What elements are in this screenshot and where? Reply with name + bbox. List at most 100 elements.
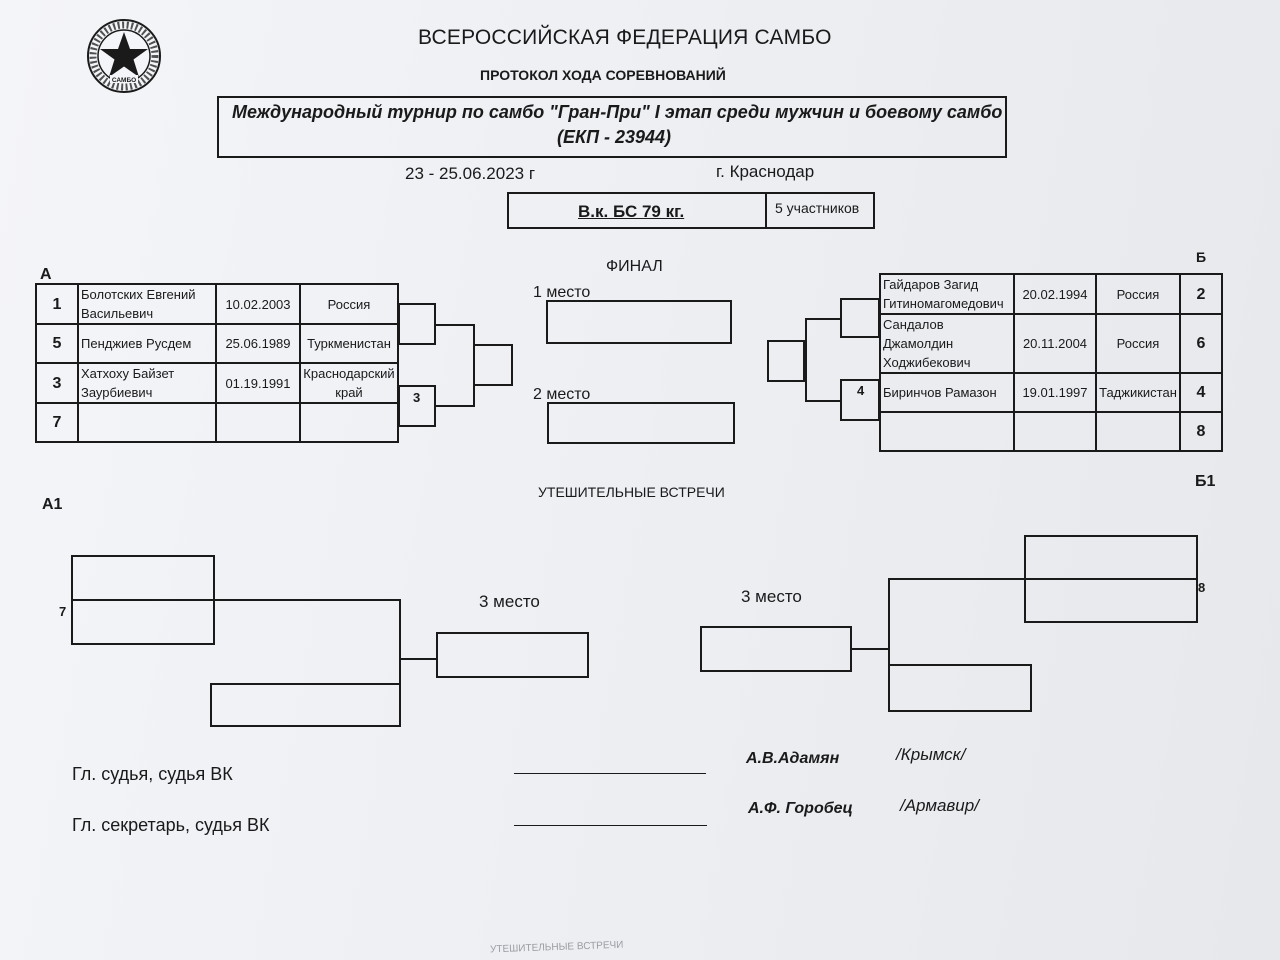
table-row: 3 Хатхоху Байзет Заурбиевич 01.19.1991 К… (35, 362, 399, 404)
pool-a-bout-box (398, 303, 436, 345)
pool-b-mark: 4 (857, 383, 865, 398)
fighter-number: 5 (35, 323, 79, 364)
pool-a-label: А (40, 266, 52, 283)
fighter-name: Гайдаров Загид Гитиномагомедович (879, 273, 1015, 315)
fighter-region: Россия (1095, 313, 1181, 374)
fighter-name: Сандалов Джамолдин Ходжибекович (879, 313, 1015, 374)
weight-category: В.к. БС 79 кг. (578, 202, 685, 221)
bracket-line (805, 318, 841, 320)
fighter-region (299, 402, 399, 443)
fighter-region: Россия (299, 283, 399, 325)
first-place-box (546, 300, 732, 344)
bracket-line (888, 578, 1198, 580)
chief-secretary-city: /Армавир/ (900, 796, 979, 815)
category-divider (765, 192, 767, 229)
pool-b-bout-box (840, 298, 880, 338)
fighter-number: 3 (35, 362, 79, 404)
fighter-dob: 20.11.2004 (1013, 313, 1097, 374)
federation-name: ВСЕРОССИЙСКАЯ ФЕДЕРАЦИЯ САМБО (418, 26, 832, 49)
bracket-line (434, 324, 474, 326)
fighter-name: Болотских Евгений Васильевич (77, 283, 217, 325)
underlying-page-text: УТЕШИТЕЛЬНЫЕ ВСТРЕЧИ (489, 939, 624, 956)
tournament-title-box (217, 96, 1007, 158)
fighter-region: Таджикистан (1095, 372, 1181, 413)
third-place-left-label: 3 место (479, 592, 540, 611)
fighter-dob: 25.06.1989 (215, 323, 301, 364)
fighter-number: 4 (1179, 372, 1223, 413)
consolation-label: УТЕШИТЕЛЬНЫЕ ВСТРЕЧИ (538, 484, 725, 500)
table-row: 8 (879, 411, 1223, 452)
fighter-name (879, 411, 1015, 452)
chief-secretary-role: Гл. секретарь, судья ВК (72, 815, 270, 835)
pool-a-winner-box (473, 344, 513, 386)
table-row: Гайдаров Загид Гитиномагомедович 20.02.1… (879, 273, 1223, 315)
table-row: 5 Пенджиев Русдем 25.06.1989 Туркмениста… (35, 323, 399, 364)
event-dates: 23 - 25.06.2023 г (405, 164, 536, 183)
pool-a-table: 1 Болотских Евгений Васильевич 10.02.200… (35, 283, 399, 443)
pool-b-label: Б (1196, 249, 1207, 265)
fighter-region: Краснодарский край (299, 362, 399, 404)
second-place-label: 2 место (533, 386, 591, 403)
third-place-right-label: 3 место (741, 587, 802, 606)
pool-a-mark: 3 (413, 390, 421, 405)
b1-mark: 8 (1198, 580, 1206, 595)
bracket-line (399, 658, 437, 660)
category-box (507, 192, 875, 229)
bracket-line (805, 400, 841, 402)
chief-secretary-name: А.Ф. Горобец (748, 800, 853, 817)
participant-count: 5 участников (775, 200, 860, 216)
fighter-dob: 01.19.1991 (215, 362, 301, 404)
table-row: 7 (35, 402, 399, 443)
first-place-label: 1 место (533, 284, 591, 301)
b1-bout-box (1024, 535, 1198, 623)
bracket-line (434, 405, 474, 407)
fighter-name (77, 402, 217, 443)
bracket-line (71, 599, 401, 601)
fighter-region: Россия (1095, 273, 1181, 315)
fighter-number: 1 (35, 283, 79, 325)
fighter-region (1095, 411, 1181, 452)
svg-text:САМБО: САМБО (112, 77, 136, 84)
table-row: Сандалов Джамолдин Ходжибекович 20.11.20… (879, 313, 1223, 374)
protocol-title: ПРОТОКОЛ ХОДА СОРЕВНОВАНИЙ (480, 67, 726, 83)
event-city: г. Краснодар (716, 162, 815, 181)
bracket-line (888, 578, 890, 712)
bracket-line (399, 599, 401, 725)
bracket-line (805, 318, 807, 402)
third-place-left-box (436, 632, 589, 678)
final-label: ФИНАЛ (606, 258, 663, 275)
signature-line (514, 825, 707, 826)
chief-judge-role: Гл. судья, судья ВК (72, 764, 233, 784)
a1-repechage-box (210, 683, 401, 727)
chief-judge-city: /Крымск/ (896, 745, 966, 764)
fighter-number: 7 (35, 402, 79, 443)
pool-a1-label: А1 (42, 496, 63, 513)
second-place-box (547, 402, 735, 444)
fighter-number: 2 (1179, 273, 1223, 315)
pool-b1-label: Б1 (1195, 473, 1216, 490)
table-row: Биринчов Рамазон 19.01.1997 Таджикистан … (879, 372, 1223, 413)
b1-repechage-box (888, 664, 1032, 712)
pool-b-table: Гайдаров Загид Гитиномагомедович 20.02.1… (879, 273, 1223, 452)
fighter-number: 6 (1179, 313, 1223, 374)
fighter-region: Туркменистан (299, 323, 399, 364)
tournament-title-line1: Международный турнир по самбо "Гран-При"… (232, 102, 1003, 122)
pool-b-winner-box (767, 340, 805, 382)
tournament-title-line2: (ЕКП - 23944) (557, 127, 672, 147)
table-row: 1 Болотских Евгений Васильевич 10.02.200… (35, 283, 399, 325)
star-emblem-icon: САМБО (87, 19, 161, 93)
bracket-line (850, 648, 890, 650)
fighter-dob: 20.02.1994 (1013, 273, 1097, 315)
fighter-dob: 10.02.2003 (215, 283, 301, 325)
fighter-name: Пенджиев Русдем (77, 323, 217, 364)
fighter-name: Биринчов Рамазон (879, 372, 1015, 413)
signature-line (514, 773, 706, 774)
fighter-dob (1013, 411, 1097, 452)
fighter-name: Хатхоху Байзет Заурбиевич (77, 362, 217, 404)
fighter-dob (215, 402, 301, 443)
chief-judge-name: А.В.Адамян (746, 750, 840, 767)
a1-mark: 7 (59, 604, 67, 619)
pool-b-bout-box (840, 379, 880, 421)
fighter-dob: 19.01.1997 (1013, 372, 1097, 413)
